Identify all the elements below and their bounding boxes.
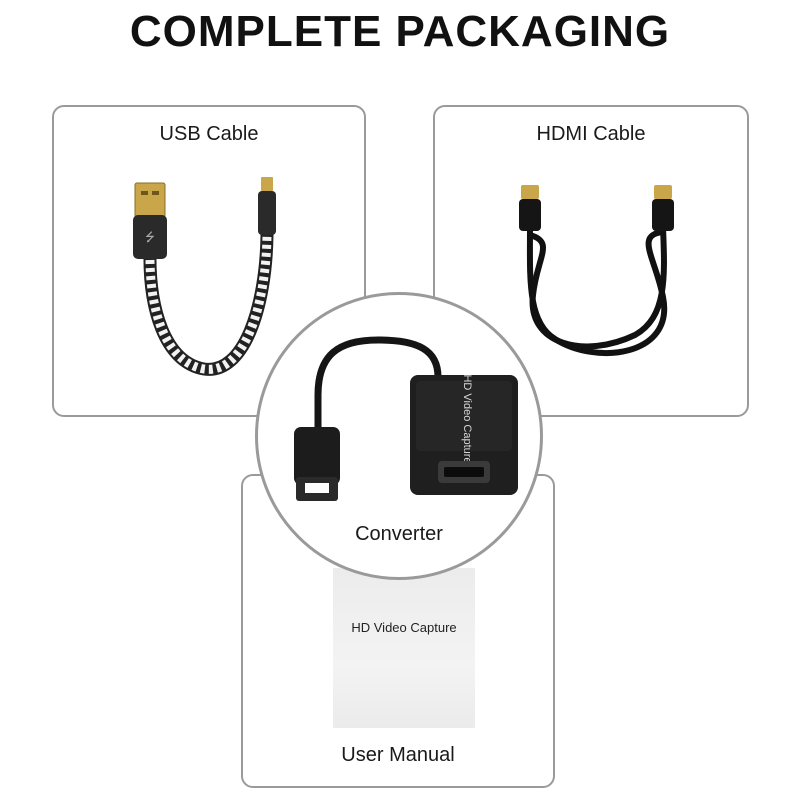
converter-label: Converter [355, 523, 443, 545]
manual-cover-text: HD Video Capture [351, 620, 457, 635]
device-label: HD Video Capture [461, 374, 473, 463]
hdmi-cable-image [519, 185, 674, 357]
converter-circle: HD Video Capture Converter [255, 292, 543, 580]
svg-text:⭍: ⭍ [145, 230, 155, 244]
hdmi-cable-label: HDMI Cable [536, 123, 646, 145]
usb-cable-label: USB Cable [159, 123, 259, 145]
page-title: COMPLETE PACKAGING [129, 7, 671, 56]
user-manual-label: User Manual [341, 744, 455, 766]
converter-image: HD Video Capture [294, 336, 518, 501]
manual-booklet: HD Video Capture [333, 568, 475, 728]
usb-cable-image: ⭍ [133, 177, 276, 376]
usb-cable-panel: USB Cable ⭍ [52, 105, 366, 417]
